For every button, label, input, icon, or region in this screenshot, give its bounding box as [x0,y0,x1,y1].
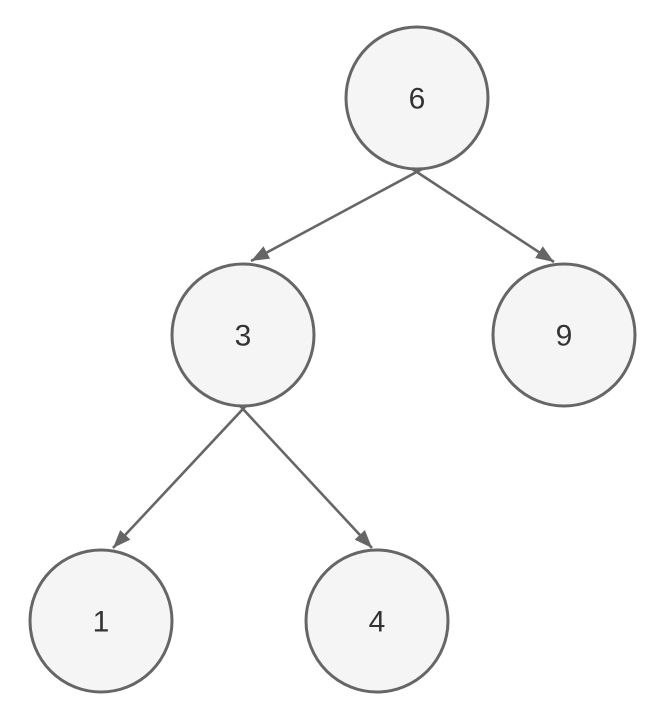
node-circle [344,25,490,171]
tree-node-root: 6 [344,25,490,171]
edge-3-4 [229,394,373,549]
tree-node-left-right: 4 [304,548,450,694]
node-circle [304,548,450,694]
edge-6-9 [396,157,555,264]
edge-3-1 [112,394,257,549]
tree-node-left: 3 [170,262,316,408]
node-label: 1 [93,606,110,639]
tree-edges [112,157,555,549]
node-label: 4 [369,606,386,639]
edge-6-3 [250,159,438,263]
node-label: 3 [235,320,252,353]
node-label: 9 [556,320,573,353]
tree-node-right: 9 [491,262,637,408]
node-circle [28,548,174,694]
node-circle [491,262,637,408]
tree-node-left-left: 1 [28,548,174,694]
node-circle [170,262,316,408]
node-label: 6 [409,83,426,116]
